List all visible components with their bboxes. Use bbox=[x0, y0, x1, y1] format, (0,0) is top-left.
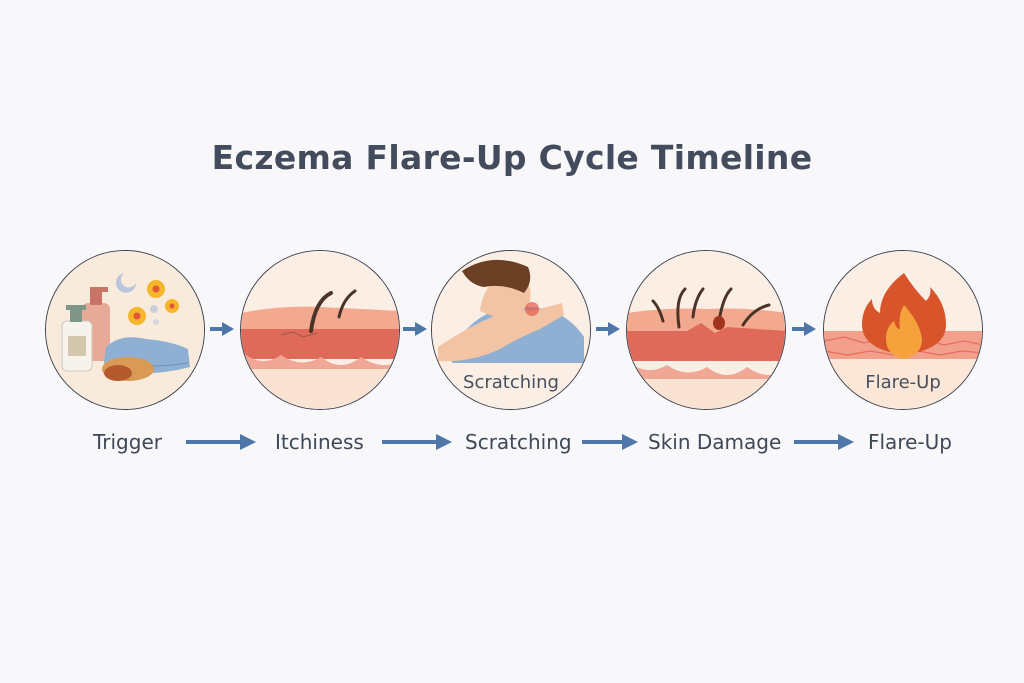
itchiness-illustration bbox=[240, 250, 400, 410]
step-label-itchiness: Itchiness bbox=[275, 430, 364, 454]
timeline-arrow-icon bbox=[582, 434, 638, 450]
toiletries-towel-pollen-icon bbox=[46, 251, 204, 409]
trigger-illustration bbox=[45, 250, 205, 410]
step-label-flare-up: Flare-Up bbox=[868, 430, 952, 454]
step-label-trigger: Trigger bbox=[93, 430, 162, 454]
step-label-scratching: Scratching bbox=[465, 430, 572, 454]
arrow-right-icon bbox=[792, 322, 816, 336]
scratching-illustration: Scratching bbox=[431, 250, 591, 410]
arrow-right-icon bbox=[210, 322, 234, 336]
person-scratching-neck-icon bbox=[432, 251, 590, 409]
scratching-caption: Scratching bbox=[463, 372, 559, 393]
skin-damage-illustration bbox=[626, 250, 786, 410]
step-label-skin-damage: Skin Damage bbox=[648, 430, 782, 454]
timeline-arrow-icon bbox=[186, 434, 256, 450]
flare-up-illustration: Flare-Up bbox=[823, 250, 983, 410]
diagram-title: Eczema Flare-Up Cycle Timeline bbox=[211, 138, 813, 177]
timeline-arrow-icon bbox=[382, 434, 452, 450]
flare-up-caption: Flare-Up bbox=[865, 372, 941, 393]
irritated-skin-hairs-icon bbox=[241, 251, 399, 409]
flame-on-skin-icon bbox=[824, 251, 982, 409]
damaged-skin-follicles-icon bbox=[627, 251, 785, 409]
arrow-right-icon bbox=[403, 322, 427, 336]
arrow-right-icon bbox=[596, 322, 620, 336]
timeline-arrow-icon bbox=[794, 434, 854, 450]
